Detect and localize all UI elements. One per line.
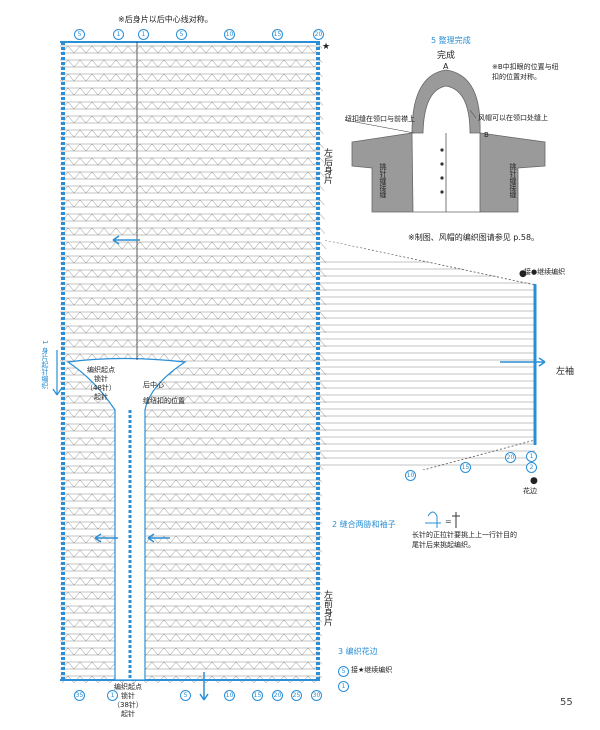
callout-hood bbox=[469, 109, 477, 119]
top-num: 20 bbox=[313, 29, 324, 40]
garment-button bbox=[440, 190, 444, 194]
arrow-down bbox=[199, 672, 209, 701]
callout-button bbox=[344, 119, 415, 134]
bottom-num: 5 bbox=[180, 690, 191, 701]
sleeve-num: 20 bbox=[505, 452, 516, 463]
legend-text: 长针的正拉针要挑上上一行针目的尾针后来挑起编织。 bbox=[412, 531, 517, 549]
bottom-num: 1 bbox=[107, 690, 118, 701]
page-number: 55 bbox=[560, 697, 573, 708]
sleeve-mask-top bbox=[322, 46, 600, 285]
note-b: ※B中扣眼的位置与纽扣的位置对称。 bbox=[492, 63, 559, 81]
garment-hood bbox=[411, 69, 481, 134]
label-button: 纽扣缝在领口与前襟上 bbox=[345, 115, 415, 123]
dot-marker-2: ● bbox=[530, 476, 538, 486]
label-left-back: 左后身片 bbox=[322, 148, 332, 184]
legend-equals: = bbox=[445, 517, 452, 526]
legend-symbol bbox=[425, 511, 441, 528]
label-continue1: 接●继续编织 bbox=[524, 268, 566, 276]
label-left-front: 左前身片 bbox=[322, 590, 332, 626]
bottom-num: 20 bbox=[272, 690, 283, 701]
arrow-sleeve-right bbox=[500, 357, 546, 367]
label-back-center: 后中心 bbox=[143, 381, 164, 389]
top-num: 10 bbox=[224, 29, 235, 40]
body-stitch-pattern bbox=[61, 45, 327, 684]
star-marker: ★ bbox=[322, 42, 330, 52]
top-note: ※后身片以后中心线对称。 bbox=[118, 15, 213, 24]
legend-symbol-2 bbox=[452, 512, 460, 528]
bottom-num: 35 bbox=[74, 690, 85, 701]
top-num: 1 bbox=[138, 29, 149, 40]
arrow-step1 bbox=[52, 350, 62, 396]
chain-top: 锁针 bbox=[93, 375, 108, 383]
label-edging: 花边 bbox=[523, 487, 537, 495]
count-bottom: （38针） bbox=[113, 701, 143, 709]
label-step3: 3 编织花边 bbox=[338, 647, 378, 656]
bottom-num: 25 bbox=[291, 690, 302, 701]
sleeve-num: 1 bbox=[526, 451, 537, 462]
right-num: 5 bbox=[338, 666, 349, 677]
bottom-num: 10 bbox=[224, 690, 235, 701]
garment-button bbox=[440, 148, 444, 152]
finish-step: 5 整理完成 bbox=[431, 36, 471, 45]
chain-bottom: 锁针 bbox=[120, 692, 135, 700]
ref-note: ※制图、风帽的编织图请参见 p.58。 bbox=[408, 233, 540, 242]
label-seam2: 挑针缝接缝 bbox=[509, 163, 517, 198]
neck-opening bbox=[66, 357, 187, 681]
label-hood: 风帽可以在领口处缝上 bbox=[478, 114, 548, 122]
qizhen-bottom: 起针 bbox=[120, 710, 135, 718]
arrow-back-left bbox=[112, 235, 140, 245]
garment-button bbox=[440, 176, 444, 180]
bottom-num: 15 bbox=[252, 690, 263, 701]
label-step1: 1 身片起针编织 bbox=[41, 340, 49, 389]
sleeve-stitch-rows bbox=[320, 261, 535, 466]
count-top: （48针） bbox=[86, 384, 116, 392]
arrow-front-1 bbox=[94, 533, 118, 543]
right-num: 1 bbox=[338, 681, 349, 692]
point-b: B bbox=[484, 131, 489, 139]
label-left-sleeve: 左袖 bbox=[556, 367, 575, 377]
top-num: 1 bbox=[113, 29, 124, 40]
qizhen-top: 起针 bbox=[93, 393, 108, 401]
sleeve-num: 2 bbox=[526, 462, 537, 473]
point-a: A bbox=[443, 62, 449, 71]
label-continue2: 接★继续编织 bbox=[351, 666, 393, 674]
top-num: 15 bbox=[272, 29, 283, 40]
start-bottom: 编织起点 bbox=[113, 683, 142, 691]
arrow-front-2 bbox=[147, 533, 170, 543]
body-stitch-rows bbox=[60, 45, 320, 677]
start-top: 编织起点 bbox=[86, 366, 115, 374]
sleeve-mask-bottom bbox=[322, 470, 540, 730]
sleeve-outline bbox=[324, 239, 536, 496]
label-button-pos: 缝纽扣的位置 bbox=[143, 397, 185, 405]
label-step2: 2 缝合两胁和袖子 bbox=[332, 520, 396, 529]
garment-body bbox=[351, 132, 546, 213]
garment-button bbox=[440, 162, 444, 166]
start-block-top: 编织起点 锁针 （48针） 起针 bbox=[86, 366, 116, 402]
start-block-bottom: 编织起点 锁针 （38针） 起针 bbox=[113, 683, 143, 719]
top-num: 5 bbox=[74, 29, 85, 40]
bottom-num: 30 bbox=[311, 690, 322, 701]
dot-marker: ● bbox=[519, 269, 527, 279]
top-num: 5 bbox=[176, 29, 187, 40]
finish-title: 完成 bbox=[437, 51, 456, 61]
sleeve-num: 15 bbox=[460, 462, 471, 473]
sleeve-num: 10 bbox=[405, 470, 416, 481]
label-seam1: 挑针缝接缝 bbox=[379, 163, 387, 198]
